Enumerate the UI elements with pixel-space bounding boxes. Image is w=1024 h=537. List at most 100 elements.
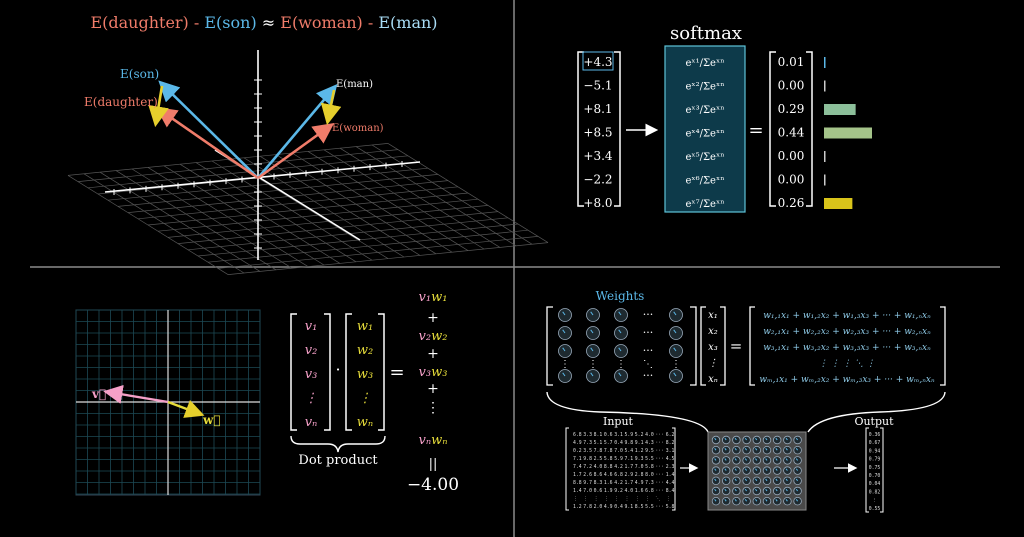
input-cell: 1.6 [635, 488, 644, 494]
axis-ticks [113, 79, 403, 249]
dial-needle [775, 437, 778, 441]
input-cell: 5.2 [635, 432, 644, 438]
eq-minus-2: - [363, 13, 379, 32]
input-cell: 7.0 [583, 488, 592, 494]
dial-needle [785, 448, 788, 451]
dial-needle [714, 448, 717, 451]
dial-icon [742, 446, 751, 455]
result-row: wₘ,₁x₁ + wₘ,₂x₂ + wₘ,₃x₃ + ··· + wₘ,ₙxₙ [759, 375, 935, 385]
input-cell: 7.4 [573, 464, 582, 470]
v-entry: vₙ [305, 415, 318, 430]
dial-icon [773, 486, 782, 496]
input-cell: 8.5 [635, 504, 644, 510]
dial-icon [742, 497, 751, 506]
output-cell: 0.82 [869, 489, 881, 495]
softmax-input-value: +8.5 [583, 126, 612, 140]
dial-icon [711, 466, 721, 475]
dial-needle [755, 448, 758, 451]
dial-needle [795, 458, 799, 461]
dial-needle [673, 347, 677, 352]
input-cell: 0.6 [604, 432, 613, 438]
input-cell: ··· [655, 489, 664, 494]
dial-needle [744, 458, 748, 461]
input-cell: 7.3 [583, 440, 592, 446]
label-w: w⃗ [202, 413, 221, 427]
dial-needle [755, 458, 758, 461]
vector-v [103, 384, 169, 404]
dot-sum-term: v₂w₂ [419, 329, 448, 344]
softmax-outputs: 0.010.000.290.440.000.000.26 [778, 55, 805, 210]
dial-needle [618, 311, 622, 316]
input-matrix-bracket-left [565, 427, 569, 511]
input-cell: 5.5 [645, 456, 654, 462]
dial-icon [732, 466, 741, 475]
dial-icon [793, 456, 802, 465]
dial-needle [734, 478, 737, 482]
dial-icon [722, 476, 731, 485]
dial-icon [793, 486, 802, 496]
softmax-panel: softmax +4.3−5.1+8.1+8.5+3.4−2.2+8.0 eˣ¹… [577, 23, 872, 213]
dial-needle [714, 468, 717, 471]
vector-w [167, 399, 205, 418]
grid-line [115, 170, 277, 271]
input-cell: 1.9 [604, 488, 613, 494]
result-row: ⋮ ⋮ ⋮ ⋱ ⋮ [819, 359, 875, 369]
input-highlight [582, 51, 614, 71]
w-entry: ⋮ [359, 391, 372, 406]
dial-face [793, 466, 802, 475]
input-cell: 9.5 [645, 448, 654, 454]
input-cell: ⋮ [594, 496, 599, 502]
dial-icon [783, 476, 792, 485]
dial-icon [752, 435, 761, 445]
softmax-exp-term: eˣ⁴/Σeˣⁿ [685, 129, 724, 140]
input-cell: ··· [655, 441, 664, 446]
output-cell: 0.04 [869, 481, 881, 487]
input-label: Input [603, 415, 634, 428]
dial-icon [773, 435, 782, 445]
label-v: v⃗ [91, 387, 106, 401]
grid-line [99, 171, 261, 272]
dial-icon [711, 435, 721, 445]
softmax-input-value: +3.4 [583, 149, 613, 163]
softmax-title: softmax [670, 23, 742, 44]
input-cell: 7.8 [583, 504, 592, 510]
dial-needle [734, 437, 737, 441]
softmax-output-value: 0.00 [778, 149, 805, 163]
input-cell: 8.3 [594, 480, 603, 486]
dial-needle [765, 478, 768, 482]
input-cell: 3.3 [583, 432, 592, 438]
dial-hdots: ··· [643, 344, 654, 357]
dial-needle [744, 437, 748, 441]
dial-needle [724, 478, 727, 482]
dial-icon [793, 476, 802, 485]
dot-sum-w-part: w₂ [431, 329, 447, 344]
softmax-exp-term: eˣ⁵/Σeˣⁿ [685, 152, 724, 163]
dot-sum-v-part: v₂ [419, 329, 432, 344]
softmax-output-value: 0.00 [778, 173, 805, 187]
input-cell: 1.2 [573, 504, 582, 510]
dial-icon [732, 446, 741, 455]
dial-needle [795, 478, 799, 482]
input-cell: 4.6 [604, 472, 613, 478]
input-cell: 7.0 [635, 464, 644, 470]
dot-caption: Dot product [298, 453, 378, 468]
eq-woman: E(woman) [280, 13, 363, 32]
softmax-bars [824, 57, 872, 209]
grid-line [163, 165, 325, 266]
dial-icon [783, 456, 792, 465]
input-cell: ··· [655, 457, 664, 462]
dial-needle [775, 488, 778, 492]
result-row: w₂,₁x₁ + w₂,₂x₂ + w₂,₃x₃ + ··· + w₂,ₙxₙ [763, 327, 931, 337]
grid-line [147, 167, 309, 267]
dial-needle [765, 488, 768, 492]
dial-needle [775, 478, 778, 482]
dial-icon [732, 456, 741, 465]
input-cell: 9.2 [614, 488, 623, 494]
eq-minus-1: - [189, 13, 205, 32]
input-cell: 9.3 [635, 456, 644, 462]
input-cell: 4.5 [666, 456, 675, 462]
input-cell: 4.0 [594, 464, 603, 470]
softmax-bar [824, 104, 856, 115]
